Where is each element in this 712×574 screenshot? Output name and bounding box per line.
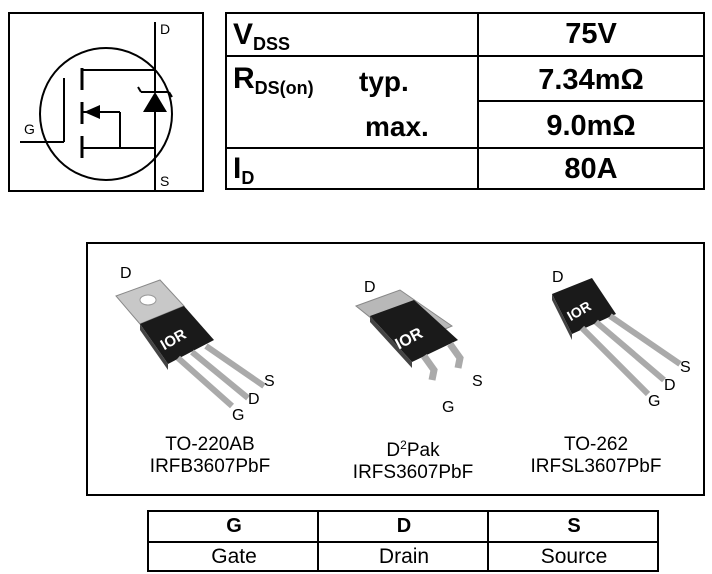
to220-part: IRFB3607PbF <box>149 456 271 477</box>
d2pak-caption: D2Pak IRFS3607PbF <box>313 434 513 484</box>
qualifier-max: max. <box>365 111 429 142</box>
to220-gate-label: G <box>232 407 244 424</box>
package-images: IOR D S D G IOR D S G IOR D <box>115 265 691 424</box>
pin-desc-drain: Drain <box>378 545 430 568</box>
to220-drain-top-label: D <box>120 265 132 282</box>
value-vdss: 75V <box>565 18 617 50</box>
pin-desc-gate: Gate <box>211 545 257 568</box>
gate-label: G <box>24 121 35 137</box>
to262-gate-label: G <box>648 393 660 410</box>
pin-header-s: S <box>567 515 581 537</box>
param-id: ID <box>233 152 255 188</box>
to262-part: IRFSL3607PbF <box>530 456 662 477</box>
d2pak-name: D2Pak <box>386 438 440 461</box>
value-id: 80A <box>564 153 618 185</box>
row-divider <box>227 147 703 149</box>
pin-legend-table: G D S Gate Drain Source <box>147 510 659 572</box>
to262-caption: TO-262 IRFSL3607PbF <box>496 434 696 478</box>
mosfet-symbol: D G S <box>8 12 204 192</box>
drain-label: D <box>160 21 170 37</box>
to262-package-icon: IOR <box>552 278 682 397</box>
row-divider <box>149 541 657 543</box>
qualifier-typ: typ. <box>359 66 409 97</box>
row-divider <box>479 100 703 102</box>
mosfet-schematic-icon: D G S <box>20 21 173 190</box>
d2pak-part: IRFS3607PbF <box>352 462 474 483</box>
d2pak-gate-label: G <box>442 399 454 416</box>
d2pak-package-icon: IOR <box>354 289 464 381</box>
param-rdson: RDS(on) <box>233 62 314 98</box>
to220-package-icon: IOR <box>115 279 266 409</box>
value-rdson-typ: 7.34mΩ <box>538 64 644 96</box>
spec-table: VDSS 75V RDS(on) typ. 7.34mΩ max. 9.0mΩ … <box>225 12 705 190</box>
row-divider <box>227 55 703 57</box>
to220-caption: TO-220AB IRFB3607PbF <box>110 434 310 478</box>
package-panel: IOR D S D G IOR D S G IOR D <box>86 242 705 496</box>
to220-name: TO-220AB <box>165 434 255 455</box>
param-vdss: VDSS <box>233 18 291 54</box>
pin-header-g: G <box>226 515 242 537</box>
to220-source-label: S <box>264 373 275 390</box>
pin-header-d: D <box>396 515 412 537</box>
to262-drain-top-label: D <box>552 269 564 286</box>
to262-source-label: S <box>680 359 691 376</box>
source-label: S <box>160 173 169 189</box>
pin-desc-source: Source <box>540 545 608 568</box>
d2pak-source-label: S <box>472 373 483 390</box>
d2pak-drain-label: D <box>364 279 376 296</box>
to262-drain-label: D <box>664 377 676 394</box>
value-rdson-max: 9.0mΩ <box>546 110 636 142</box>
to262-name: TO-262 <box>563 434 629 455</box>
to220-drain-label: D <box>248 391 260 408</box>
column-divider <box>477 14 479 188</box>
